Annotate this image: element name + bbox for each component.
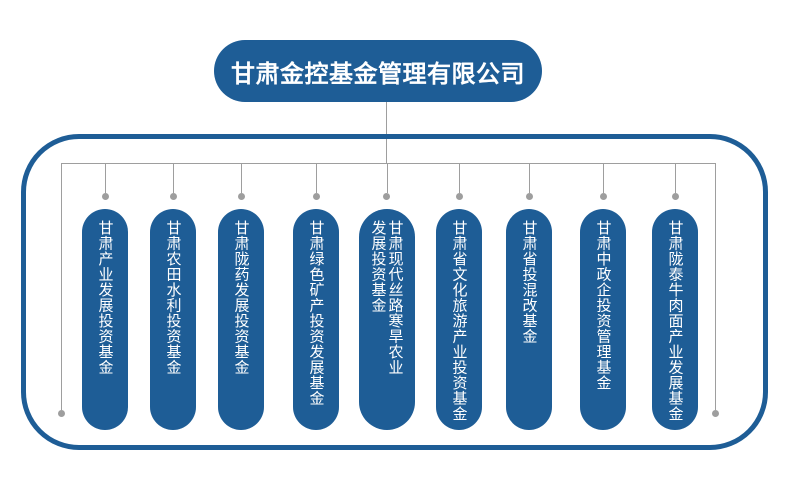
fund-label: 甘肃绿色矿产投资发展基金 bbox=[307, 220, 325, 406]
connector-fund-dot bbox=[101, 192, 109, 200]
fund-label: 甘肃陇药发展投资基金 bbox=[232, 220, 250, 375]
connector-horizontal bbox=[61, 163, 715, 164]
connector-fund bbox=[316, 163, 317, 193]
fund-node: 甘肃中政企投资管理基金 bbox=[580, 209, 626, 430]
connector-fund bbox=[241, 163, 242, 193]
connector-fund bbox=[173, 163, 174, 193]
connector-fund-dot bbox=[169, 192, 177, 200]
connector-fund bbox=[529, 163, 530, 193]
connector-fund bbox=[603, 163, 604, 193]
fund-label: 甘肃陇泰牛肉面产业发展基金 bbox=[666, 220, 684, 422]
connector-fund-dot bbox=[671, 192, 679, 200]
fund-node: 甘肃现代丝路寒旱农业发展投资基金 bbox=[358, 209, 415, 430]
connector-right bbox=[715, 163, 716, 410]
fund-node: 甘肃绿色矿产投资发展基金 bbox=[293, 209, 339, 430]
connector-fund-dot bbox=[312, 192, 320, 200]
connector-fund bbox=[386, 163, 388, 193]
root-node-label: 甘肃金控基金管理有限公司 bbox=[231, 60, 525, 88]
fund-node: 甘肃陇药发展投资基金 bbox=[218, 209, 264, 430]
connector-fund-dot bbox=[455, 192, 463, 200]
fund-node: 甘肃陇泰牛肉面产业发展基金 bbox=[652, 209, 698, 430]
root-node: 甘肃金控基金管理有限公司 bbox=[214, 40, 542, 102]
fund-label: 甘肃现代丝路寒旱农业发展投资基金 bbox=[369, 220, 404, 375]
fund-node: 甘肃产业发展投资基金 bbox=[82, 209, 128, 430]
connector-fund-dot bbox=[383, 192, 390, 200]
fund-node: 甘肃农田水利投资基金 bbox=[150, 209, 196, 430]
fund-label: 甘肃省投混改基金 bbox=[520, 220, 538, 344]
connector-fund bbox=[105, 163, 106, 193]
connector-left-dot bbox=[57, 409, 65, 417]
fund-label: 甘肃农田水利投资基金 bbox=[164, 220, 182, 375]
fund-label: 甘肃省文化旅游产业投资基金 bbox=[450, 220, 468, 422]
connector-fund-dot bbox=[237, 192, 245, 200]
connector-left bbox=[61, 163, 62, 410]
connector-fund-dot bbox=[599, 192, 607, 200]
connector-right-dot bbox=[711, 409, 719, 417]
connector-fund-dot bbox=[525, 192, 533, 200]
connector-root bbox=[386, 102, 387, 163]
fund-label: 甘肃中政企投资管理基金 bbox=[594, 220, 612, 391]
fund-node: 甘肃省投混改基金 bbox=[506, 209, 552, 430]
connector-fund bbox=[459, 163, 460, 193]
group-frame bbox=[21, 134, 768, 450]
connector-fund bbox=[675, 163, 676, 193]
fund-label: 甘肃产业发展投资基金 bbox=[96, 220, 114, 375]
fund-node: 甘肃省文化旅游产业投资基金 bbox=[436, 209, 482, 430]
